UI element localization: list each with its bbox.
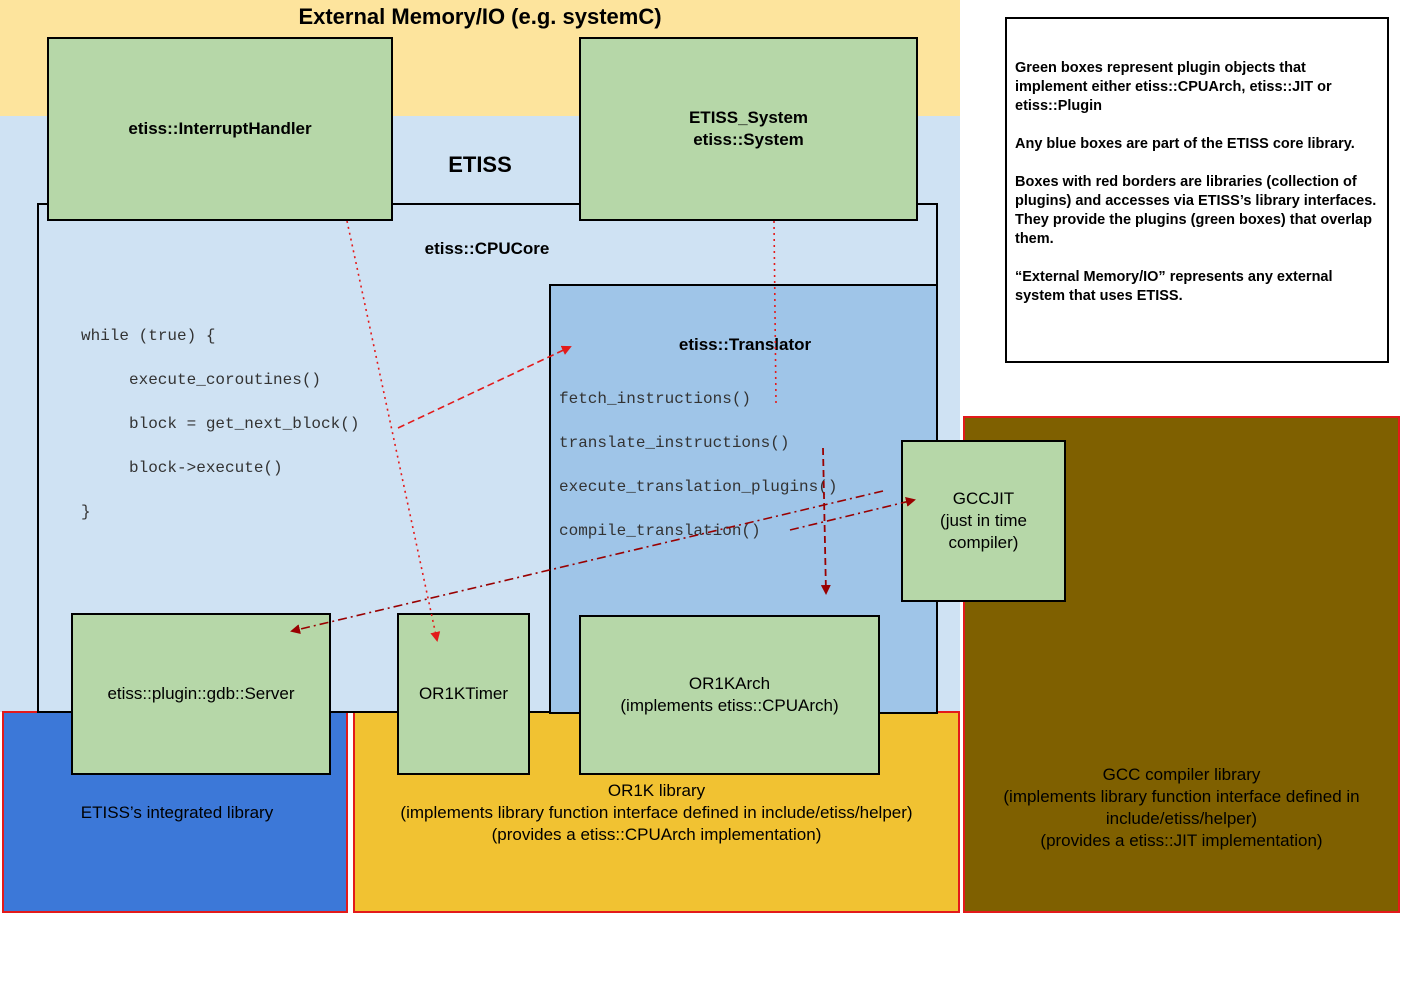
gcc-library-title: GCC compiler library — [1102, 765, 1261, 784]
code-get-next-block: block = get_next_block() — [129, 415, 360, 433]
or1k-arch-box: OR1KArch (implements etiss::CPUArch) — [579, 615, 880, 775]
method-fetch-instructions: fetch_instructions() — [559, 390, 752, 408]
etiss-system-name: ETISS_System — [688, 108, 809, 127]
legend-external-memory: “External Memory/IO” represents any exte… — [1015, 269, 1333, 304]
legend-red-borders: Boxes with red borders are libraries (co… — [1015, 174, 1377, 247]
method-translate-instructions: translate_instructions() — [559, 434, 790, 452]
gcc-library-provides: (provides a etiss::JIT implementation) — [1040, 831, 1323, 850]
etiss-system-box: ETISS_System etiss::System — [579, 37, 918, 221]
etiss-system-class: etiss::System — [693, 130, 804, 149]
code-while-line: while (true) { — [81, 327, 216, 345]
or1k-timer-box: OR1KTimer — [397, 613, 530, 775]
gccjit-box: GCCJIT (just in time compiler) — [901, 440, 1066, 602]
gdb-server-box: etiss::plugin::gdb::Server — [71, 613, 331, 775]
gccjit-desc-line1: (just in time — [940, 511, 1027, 530]
code-execute-coroutines: execute_coroutines() — [129, 371, 322, 389]
method-execute-translation-plugins: execute_translation_plugins() — [559, 478, 838, 496]
or1k-timer-label: OR1KTimer — [418, 684, 509, 703]
gccjit-desc-line2: compiler) — [948, 533, 1019, 552]
or1k-arch-name: OR1KArch — [688, 674, 771, 693]
legend-green-boxes: Green boxes represent plugin objects tha… — [1015, 60, 1332, 114]
interrupt-handler-label: etiss::InterruptHandler — [128, 119, 312, 138]
or1k-library-title: OR1K library — [607, 781, 706, 800]
cpucore-label: etiss::CPUCore — [424, 239, 550, 258]
or1k-library-interface: (implements library function interface d… — [400, 803, 913, 822]
gccjit-name: GCCJIT — [952, 489, 1015, 508]
translator-label: etiss::Translator — [678, 335, 812, 354]
gdb-server-label: etiss::plugin::gdb::Server — [107, 684, 295, 703]
legend-blue-boxes: Any blue boxes are part of the ETISS cor… — [1015, 136, 1355, 152]
gcc-library-interface-path: include/etiss/helper) — [1105, 809, 1258, 828]
code-closing-brace: } — [81, 503, 91, 521]
code-block-execute: block->execute() — [129, 459, 283, 477]
or1k-arch-implements: (implements etiss::CPUArch) — [620, 696, 839, 715]
external-memory-title: External Memory/IO (e.g. systemC) — [298, 4, 662, 29]
or1k-library-provides: (provides a etiss::CPUArch implementatio… — [491, 825, 822, 844]
legend-box: Green boxes represent plugin objects tha… — [1005, 17, 1389, 363]
etiss-title: ETISS — [448, 152, 512, 177]
interrupt-handler-box: etiss::InterruptHandler — [47, 37, 393, 221]
integrated-library-label: ETISS’s integrated library — [80, 803, 274, 822]
method-compile-translation: compile_translation() — [559, 522, 761, 540]
gcc-library-interface: (implements library function interface d… — [1003, 787, 1360, 806]
